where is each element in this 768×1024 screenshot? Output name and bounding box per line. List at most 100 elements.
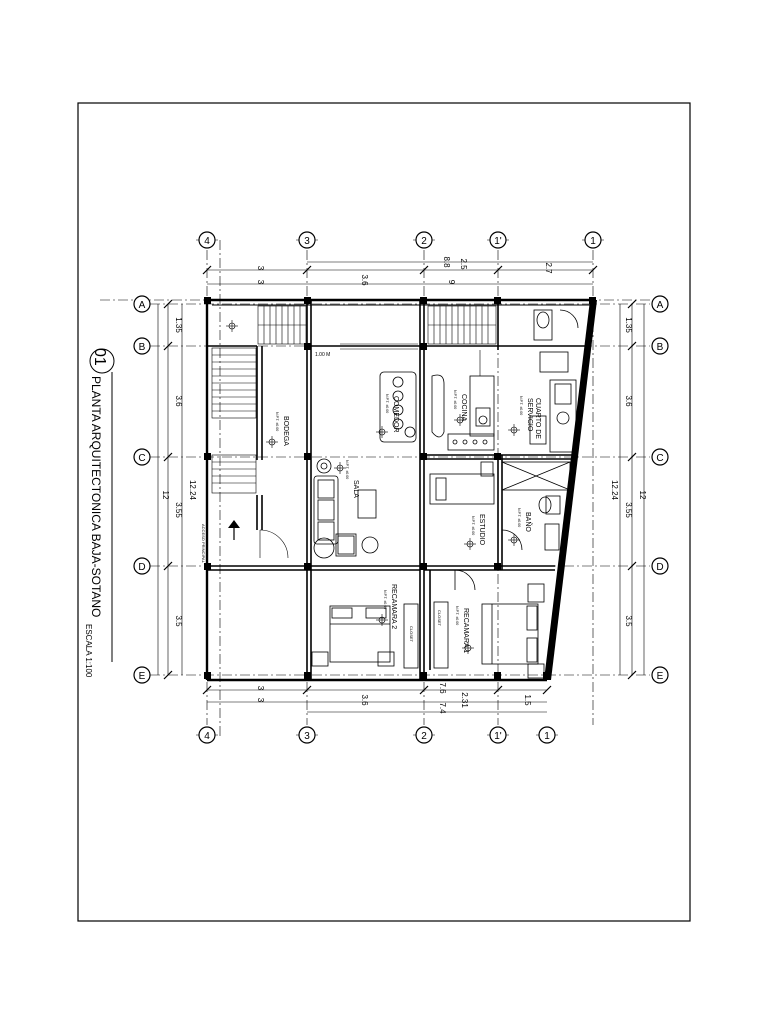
room-label-estudio: ESTUDIO [478,514,485,546]
axis-bubble-C-right: C [651,448,669,466]
level-note-cocina: N.P.T. ±0.00 [453,390,457,409]
room-label-cocina: COCINA [460,394,467,422]
axis-label-A-left: A [139,300,146,311]
axis-bubble-D-left: D [133,557,151,575]
bedroom1-furniture [433,583,545,679]
level-markers [226,320,520,654]
study-furniture [429,461,495,591]
exterior-walls [205,298,593,682]
window-note: 1.00 M [315,352,330,358]
axis-label-4-bottom: 4 [204,731,210,742]
level-note-recamara-1: N.P.T. ±0.00 [455,606,459,625]
dim-left-seg-1: 1.35 [174,317,183,333]
axis-label-2-bottom: 2 [421,731,427,742]
room-label-recamara-1: RECAMARA 1 [462,608,469,653]
axis-label-1p-top: 1' [494,236,502,247]
room-label-closet-2: CLOSET [409,626,414,643]
dimension-lines-top [202,261,598,285]
axis-label-1p-bottom: 1' [494,731,502,742]
sheet-border [77,102,691,922]
dimension-text-left: 1.35 3.6 3.55 3.5 12.24 12 [161,317,197,627]
access-arrow: ACCESO PRINCIPAL [201,520,240,564]
axis-bubble-D-right: D [651,557,669,575]
axis-bubble-1-top: 1 [582,231,604,249]
dim-top-total-3: 9 [447,280,456,285]
room-label-bodega: BODEGA [282,416,289,446]
dim-right-seg-3: 3.55 [624,502,633,518]
axis-label-1-top: 1 [590,236,596,247]
axis-bubbles-left: A B C D E [133,295,151,684]
axis-bubble-2-bottom: 2 [413,726,435,744]
axis-label-1-bottom: 1 [544,731,550,742]
title-block: 01 PLANTA ARQUITECTONICA BAJA-SOTANO ESC… [84,348,115,678]
doors [259,350,481,559]
dimension-text-right: 1.35 3.6 3.55 3.5 12.24 12 [610,317,647,627]
dim-top-seg-1: 3 [256,266,265,271]
drawing-number: 01 [91,348,108,366]
dim-right-total-2: 12 [638,491,647,500]
axis-label-2-top: 2 [421,236,427,247]
service-room-furniture [529,309,579,453]
axis-bubble-E-right: E [651,666,669,684]
dim-left-seg-3: 3.55 [174,502,183,518]
dim-bottom-total-1: 3 [256,698,265,703]
dimension-lines-right [619,299,645,680]
axis-bubbles-right: A B C D E [651,295,669,684]
room-label-closet-1: CLOSET [437,610,442,627]
dim-top-seg-4: 2.7 [544,262,553,274]
access-label: ACCESO PRINCIPAL [201,524,206,564]
axis-label-E-left: E [139,671,146,682]
dim-bottom-total-3: 7.4 [438,702,447,714]
axis-label-E-right: E [657,671,664,682]
stairs-left-vertical [211,347,257,494]
stairs-top-right [427,305,497,345]
axis-bubble-A-left: A [133,295,151,313]
axis-bubble-4-top: 4 [196,231,218,249]
dim-left-total-2: 12 [161,491,170,500]
dim-bottom-seg-2: 3.6 [360,694,369,706]
room-label-recamara-2: RECAMARA 2 [390,584,397,629]
room-labels: BODEGA N.P.T. ±0.00 COMEDOR N.P.T. ±0.00… [275,390,541,653]
dim-top-seg-2: 3.6 [360,274,369,286]
bathroom-fixtures [501,461,571,551]
axis-bubble-1p-top: 1' [487,231,509,249]
bedroom2-furniture [311,603,419,669]
axis-bubble-C-left: C [133,448,151,466]
dim-right-seg-4: 3.5 [624,615,633,627]
axis-bubble-1-bottom: 1 [536,726,558,744]
letter-axis-lines [150,303,650,676]
axis-label-D-right: D [656,562,663,573]
room-label-cuarto-servicio-2: SERVICIO [526,398,533,432]
living-room-furniture [313,458,379,559]
axis-label-4-top: 4 [204,236,210,247]
room-label-sala: SALA [352,480,359,498]
dim-left-seg-4: 3.5 [174,615,183,627]
axis-bubble-3-bottom: 3 [296,726,318,744]
level-note-comedor: N.P.T. ±0.00 [385,394,389,413]
dim-top-total-1: 3 [256,280,265,285]
dim-left-total-1: 12.24 [188,480,197,501]
dimension-lines-left [157,299,183,680]
axis-bubbles-bottom: 4 3 2 1' 1 [196,726,558,744]
room-label-cuarto-servicio-1: CUARTO DE [534,398,541,439]
axis-bubble-B-left: B [133,337,151,355]
dim-top-total-2: 8.8 [442,256,451,268]
kitchen-counters [431,374,495,451]
number-axis-lines [206,250,594,725]
axis-bubble-1p-bottom: 1' [487,726,509,744]
dim-right-total-1: 12.24 [610,480,619,501]
window-note-group: 1.00 M [315,343,418,358]
room-label-bano: BAÑO [524,512,533,532]
axis-bubble-3-top: 3 [296,231,318,249]
axis-bubble-4-bottom: 4 [196,726,218,744]
dining-table [379,371,417,443]
axis-bubble-B-right: B [651,337,669,355]
axis-label-C-right: C [656,453,663,464]
dim-top-seg-3: 2.5 [459,258,468,270]
dim-bottom-total-2: 7.6 [438,682,447,694]
dim-bottom-seg-4: 1.5 [523,694,532,706]
axis-label-D-left: D [138,562,145,573]
dimension-lines-bottom [202,685,552,713]
level-note-servicio: N.P.T. ±0.00 [519,396,523,415]
dim-bottom-seg-1: 3 [256,686,265,691]
